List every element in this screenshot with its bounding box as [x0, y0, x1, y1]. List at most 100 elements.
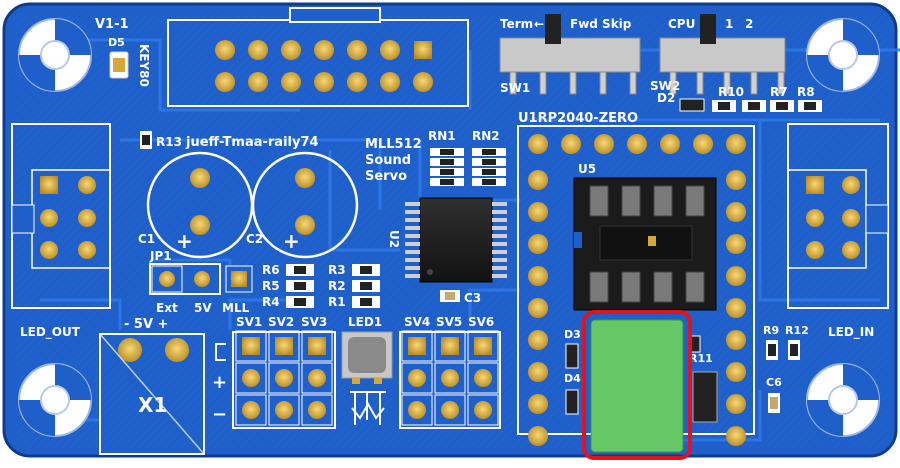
rp2040-pad	[726, 426, 746, 446]
sv-plus-sign: +	[212, 372, 227, 393]
u2-pin	[492, 218, 507, 222]
u5-pin	[685, 185, 705, 217]
u5-pin	[653, 185, 673, 217]
rp2040-pad	[726, 394, 746, 414]
servo-pad-frame	[268, 362, 300, 394]
rp2040-pad	[726, 298, 746, 318]
u5-pin	[621, 185, 641, 217]
u2-pin	[405, 226, 420, 230]
switch-leg	[723, 71, 731, 95]
u2-pin	[492, 226, 507, 230]
u5-socket	[573, 177, 717, 311]
led1-component	[341, 331, 393, 384]
c3-label: C3	[464, 291, 481, 305]
sw1-switch[interactable]	[499, 14, 641, 95]
smd-resistor-body	[360, 266, 372, 274]
switch-leg	[509, 71, 517, 95]
header-pad	[380, 40, 400, 60]
arrow-left-icon: ←	[534, 17, 544, 31]
servo-pad-frame	[301, 394, 333, 426]
r1-label: R1	[328, 295, 346, 309]
smd-resistor-body	[294, 282, 306, 290]
header-pad	[215, 72, 235, 92]
u5-pin	[589, 185, 609, 217]
switch-leg	[750, 71, 758, 95]
mount-hole-top-left	[18, 18, 92, 92]
resistor-arrays	[430, 148, 506, 186]
sv5-label: SV5	[436, 315, 462, 329]
sv4-label: SV4	[404, 315, 430, 329]
r3-label: R3	[328, 263, 346, 277]
rp2040-pad	[528, 170, 548, 190]
green-component[interactable]	[590, 319, 684, 453]
servo-headers-right	[401, 330, 499, 426]
c2-capacitor	[251, 151, 359, 259]
mount-hole-bottom-left	[18, 363, 92, 437]
rp2040-pad	[528, 134, 548, 154]
header-pad	[248, 72, 268, 92]
header-pad	[248, 40, 268, 60]
smd-resistor-body	[748, 102, 760, 110]
servo-pad	[242, 369, 260, 387]
term-label: Term	[500, 17, 533, 31]
servo-pad-frame	[467, 362, 499, 394]
servo-pad	[408, 337, 426, 355]
rp2040-pad	[726, 134, 746, 154]
r9-r12-resistors	[766, 340, 800, 360]
d4-label: D4	[564, 372, 581, 385]
rp2040-pad	[627, 134, 647, 154]
u2-pin	[492, 202, 507, 206]
cpu-2-label: 2	[745, 17, 753, 31]
servo-pad	[474, 401, 492, 419]
header-pad	[413, 72, 433, 92]
servo-pad	[441, 337, 459, 355]
led-out-connector	[11, 123, 111, 309]
u2-pin	[492, 242, 507, 246]
rp2040-pad	[726, 362, 746, 382]
led-in-label: LED_IN	[828, 325, 874, 340]
rp2040-pad	[528, 394, 548, 414]
servo-pad-frame	[235, 330, 267, 362]
rp2040-pad	[693, 134, 713, 154]
rp2040-pad	[561, 134, 581, 154]
servo-pad	[441, 401, 459, 419]
c6-label: C6	[766, 376, 782, 389]
mount-hole-bottom-right	[806, 363, 880, 437]
d4-diode	[565, 389, 579, 415]
servo-pad	[275, 401, 293, 419]
d3-label: D3	[564, 328, 581, 341]
rn-body	[440, 169, 454, 175]
product-line-2: Sound	[365, 153, 411, 168]
jp1-ext-label: Ext	[156, 301, 178, 315]
rp2040-pad	[660, 134, 680, 154]
rp2040-pad	[528, 362, 548, 382]
sw2-switch[interactable]	[659, 14, 786, 95]
smd-resistor-body	[294, 298, 306, 306]
u5-pin	[589, 271, 609, 303]
power-label: - 5V +	[124, 317, 168, 332]
cpu-label: CPU	[668, 17, 695, 31]
header-pad	[380, 72, 400, 92]
product-line-3: Servo	[365, 169, 407, 184]
header-pad	[314, 72, 334, 92]
rp2040-pad	[528, 330, 548, 350]
servo-pad	[441, 369, 459, 387]
servo-pad-frame	[434, 330, 466, 362]
highlight-box	[582, 310, 692, 460]
keyboard-label: KEY80	[137, 44, 151, 87]
sv1-label: SV1	[236, 315, 262, 329]
jp1-5v-label: 5V	[194, 301, 212, 315]
rn1-label: RN1	[428, 129, 456, 143]
servo-pad-frame	[401, 394, 433, 426]
c1-label: C1	[138, 232, 155, 246]
servo-pad-frame	[467, 394, 499, 426]
u2-pin	[405, 258, 420, 262]
r7-label: R7	[770, 85, 788, 99]
smd-resistor-body	[718, 102, 730, 110]
rn-body	[482, 149, 496, 155]
rp2040-pad	[726, 170, 746, 190]
u2-pin	[492, 250, 507, 254]
u2-pin	[492, 266, 507, 270]
